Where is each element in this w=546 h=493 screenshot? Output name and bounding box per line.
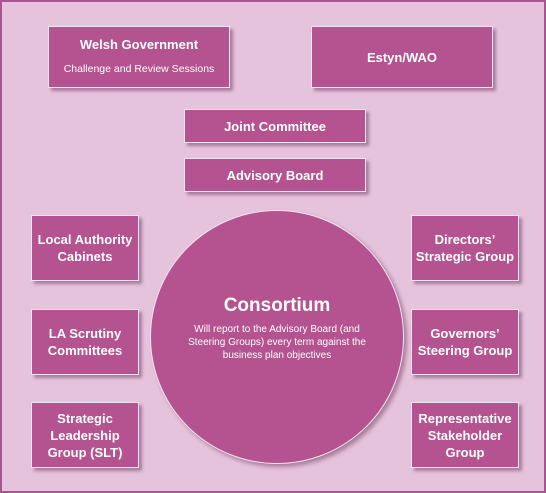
governors-steering-group-label: Governors’ Steering Group xyxy=(417,326,513,358)
la-scrutiny-committees-box: LA Scrutiny Committees xyxy=(31,309,139,375)
local-authority-cabinets-box: Local Authority Cabinets xyxy=(31,215,139,281)
strategic-leadership-group-box: Strategic Leadership Group (SLT) xyxy=(31,402,139,468)
directors-strategic-group-label: Directors’ Strategic Group xyxy=(415,232,515,264)
joint-committee-title: Joint Committee xyxy=(224,118,326,134)
consortium-circle: Consortium Will report to the Advisory B… xyxy=(150,210,404,464)
advisory-board-box: Advisory Board xyxy=(184,158,366,192)
estyn-wao-box: Estyn/WAO xyxy=(311,26,493,88)
estyn-wao-title: Estyn/WAO xyxy=(366,49,438,65)
consortium-title: Consortium xyxy=(223,294,331,316)
consortium-description: Will report to the Advisory Board (and S… xyxy=(188,323,366,361)
strategic-leadership-group-label: Strategic Leadership Group (SLT) xyxy=(47,410,123,460)
directors-strategic-group-box: Directors’ Strategic Group xyxy=(411,215,519,281)
advisory-board-title: Advisory Board xyxy=(226,167,324,183)
welsh-government-box: Welsh Government Challenge and Review Se… xyxy=(48,26,230,88)
welsh-government-subtitle: Challenge and Review Sessions xyxy=(63,63,215,75)
representative-stakeholder-group-box: Representative Stakeholder Group xyxy=(411,402,519,468)
representative-stakeholder-group-label: Representative Stakeholder Group xyxy=(418,410,512,460)
welsh-government-title: Welsh Government xyxy=(79,37,199,52)
joint-committee-box: Joint Committee xyxy=(184,109,366,143)
governors-steering-group-box: Governors’ Steering Group xyxy=(411,309,519,375)
la-scrutiny-committees-label: LA Scrutiny Committees xyxy=(47,326,123,358)
local-authority-cabinets-label: Local Authority Cabinets xyxy=(37,232,133,264)
